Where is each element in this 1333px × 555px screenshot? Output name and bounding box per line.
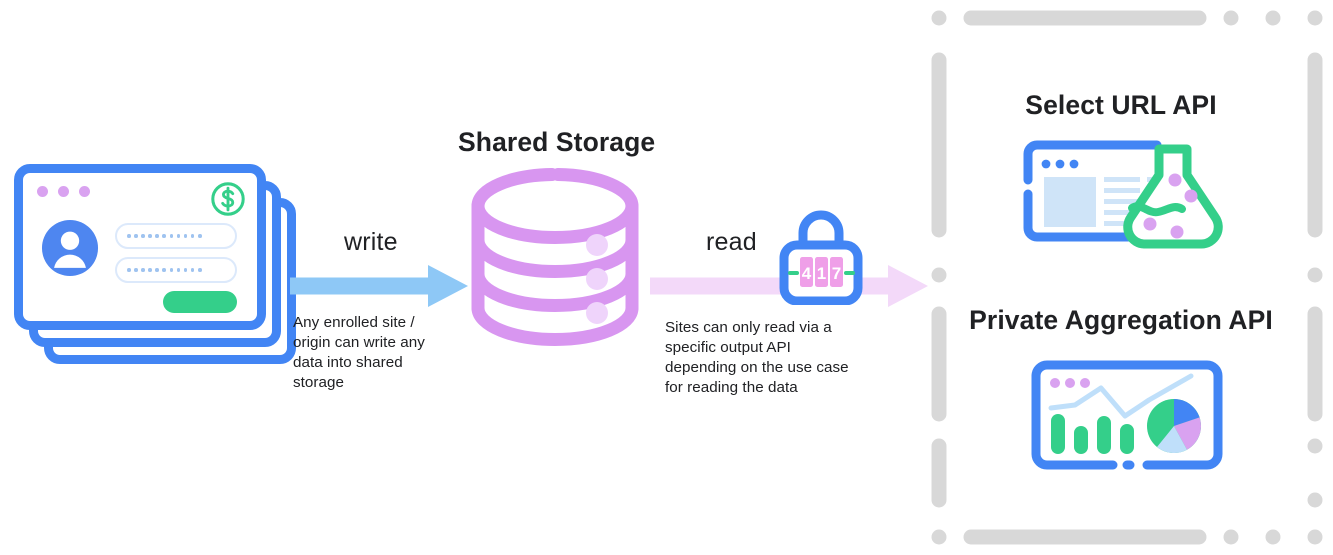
dollar-badge-icon [209, 180, 247, 218]
shared-storage-cylinder-icon [466, 166, 646, 348]
read-label: read [706, 228, 757, 256]
site-card-front [14, 164, 266, 330]
shared-storage-title: Shared Storage [458, 127, 656, 157]
read-description: Sites can only read via a specific outpu… [665, 319, 849, 396]
browser-window-with-flask-icon [1019, 136, 1234, 258]
write-label: write [344, 228, 398, 256]
svg-text:7: 7 [832, 264, 841, 283]
stacked-site-cards [14, 164, 299, 364]
select-url-api-title: Select URL API [1025, 90, 1217, 120]
username-field[interactable] [115, 223, 237, 249]
private-aggregation-api-title: Private Aggregation API [969, 305, 1273, 335]
dashboard-charts-icon [1029, 358, 1225, 482]
output-apis-panel: Select URL API [921, 8, 1333, 547]
write-arrow-icon [290, 262, 472, 310]
window-dots [37, 186, 90, 197]
user-avatar-icon [41, 219, 99, 277]
field-mask-dots [127, 268, 202, 272]
svg-text:1: 1 [817, 264, 826, 283]
submit-button[interactable] [163, 291, 237, 313]
field-mask-dots [127, 234, 202, 238]
padlock-icon: 4 1 7 [779, 203, 863, 306]
write-description: Any enrolled site / origin can write any… [293, 314, 425, 391]
password-field[interactable] [115, 257, 237, 283]
svg-text:4: 4 [802, 264, 812, 283]
